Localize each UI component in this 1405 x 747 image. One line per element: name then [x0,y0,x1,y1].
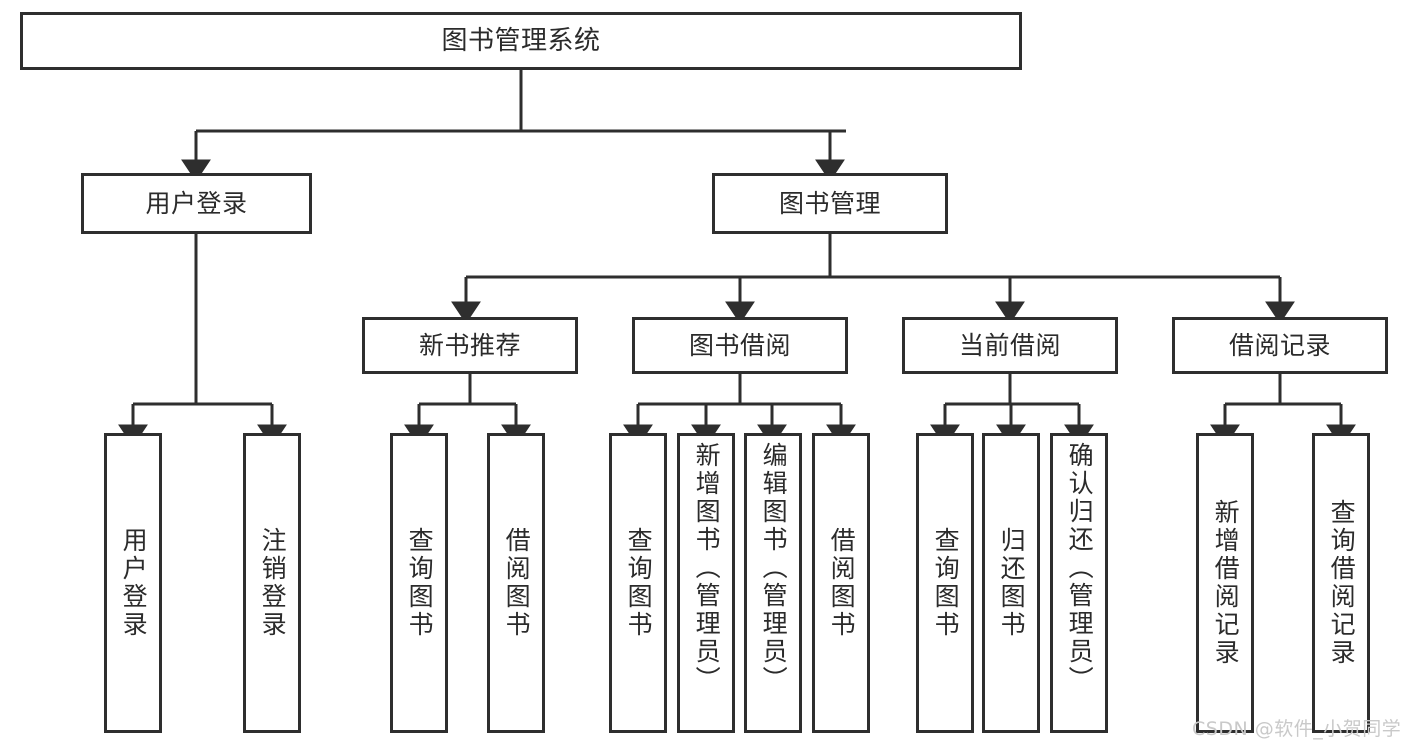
leaf-query-book-recommend[interactable]: 查询图书 [390,433,448,733]
leaf-user-login[interactable]: 用户登录 [104,433,162,733]
node-label: 确认归还（管理员） [1065,442,1095,694]
node-label: 查询图书 [405,527,435,639]
node-label: 查询借阅记录 [1327,499,1357,667]
node-label: 查询图书 [624,527,654,639]
leaf-add-borrow-record[interactable]: 新增借阅记录 [1196,433,1254,733]
node-label: 新增借阅记录 [1211,499,1241,667]
leaf-query-borrow-record[interactable]: 查询借阅记录 [1312,433,1370,733]
node-label: 借阅图书 [827,527,857,639]
node-label: 图书管理系统 [441,25,601,56]
node-borrow-record[interactable]: 借阅记录 [1172,317,1388,374]
node-label: 编辑图书（管理员） [759,442,789,694]
leaf-return-book[interactable]: 归还图书 [982,433,1040,733]
leaf-add-book-admin[interactable]: 新增图书（管理员） [677,433,735,733]
node-root-system[interactable]: 图书管理系统 [20,12,1022,70]
node-label: 用户登录 [119,527,149,639]
leaf-query-book-borrow[interactable]: 查询图书 [609,433,667,733]
leaf-logout[interactable]: 注销登录 [243,433,301,733]
node-label: 新增图书（管理员） [692,442,722,694]
node-label: 用户登录 [145,188,248,218]
node-label: 借阅记录 [1228,330,1331,360]
leaf-borrow-book[interactable]: 借阅图书 [812,433,870,733]
csdn-watermark: CSDN @软件_小贺同学 [1192,718,1402,740]
node-label: 借阅图书 [502,527,532,639]
node-label: 新书推荐 [418,330,521,360]
node-book-manage[interactable]: 图书管理 [712,173,948,234]
node-label: 图书借阅 [688,330,791,360]
leaf-edit-book-admin[interactable]: 编辑图书（管理员） [744,433,802,733]
node-label: 归还图书 [997,527,1027,639]
leaf-confirm-return-admin[interactable]: 确认归还（管理员） [1050,433,1108,733]
node-label: 注销登录 [258,527,288,639]
node-new-book-recommend[interactable]: 新书推荐 [362,317,578,374]
node-label: 图书管理 [778,188,881,218]
leaf-query-book-current[interactable]: 查询图书 [916,433,974,733]
node-current-borrow[interactable]: 当前借阅 [902,317,1118,374]
node-label: 当前借阅 [958,330,1061,360]
leaf-borrow-book-recommend[interactable]: 借阅图书 [487,433,545,733]
node-label: 查询图书 [931,527,961,639]
node-user-login[interactable]: 用户登录 [81,173,312,234]
node-book-borrow[interactable]: 图书借阅 [632,317,848,374]
